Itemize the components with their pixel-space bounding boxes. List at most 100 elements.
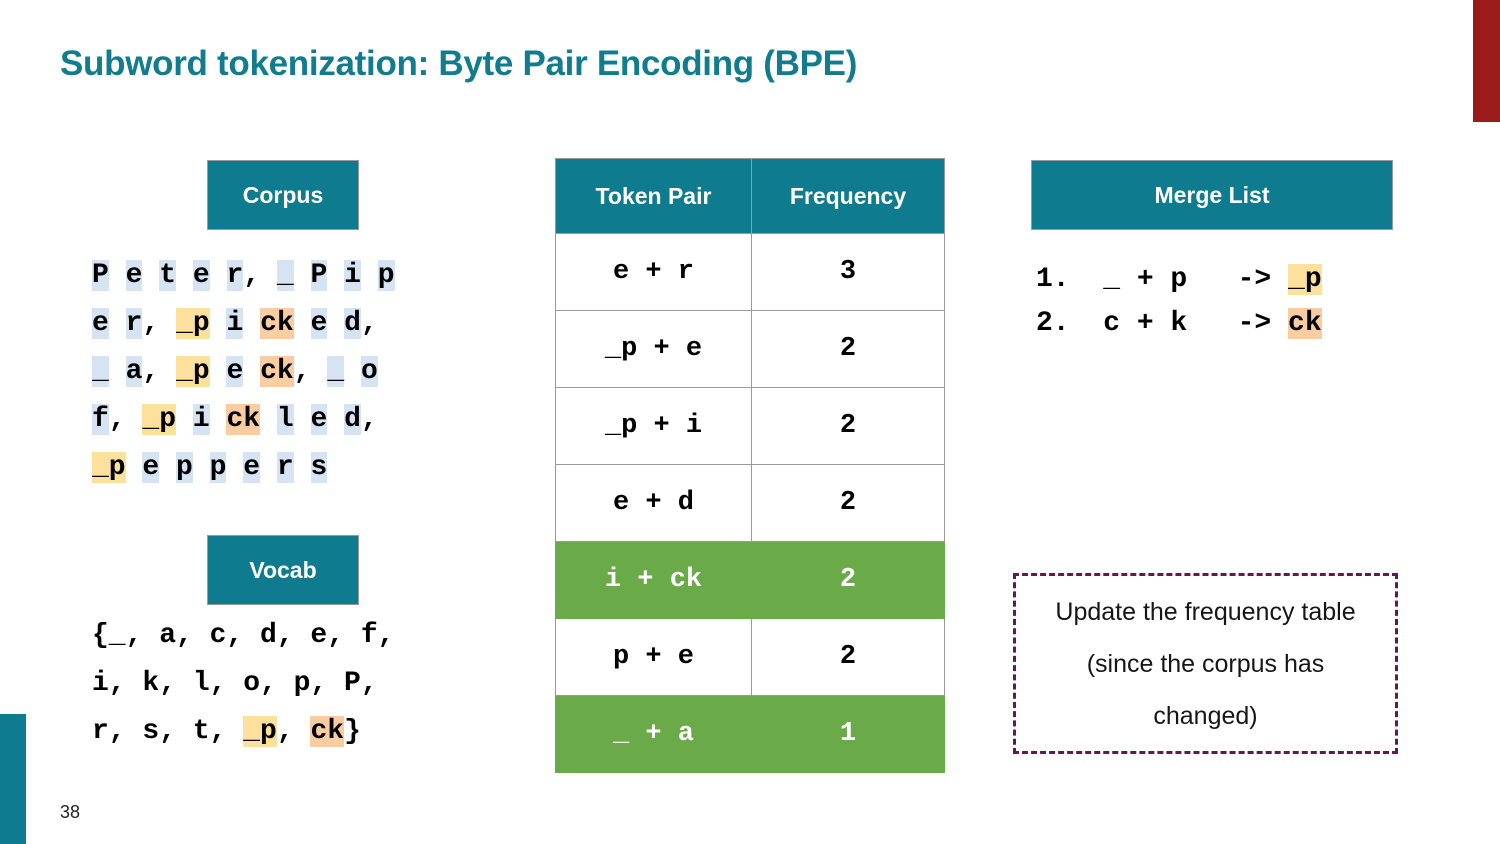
token (294, 260, 311, 291)
token (193, 452, 210, 483)
token: , (142, 356, 177, 387)
token-highlighted: p (209, 452, 227, 483)
token-highlighted: a (125, 356, 143, 387)
token-highlighted: ck (310, 716, 345, 747)
page-number: 38 (60, 802, 81, 822)
token: 2. c + k -> (1036, 308, 1289, 339)
token-highlighted: ck (1288, 308, 1322, 339)
column-header-frequency: Frequency (751, 158, 945, 234)
token-highlighted: s (310, 452, 328, 483)
token (176, 260, 193, 291)
table-header-row: Token Pair Frequency (555, 158, 945, 234)
text-line: P e t e r, _ P i p (92, 252, 395, 300)
token: i, k, l, o, p, P, (92, 668, 378, 699)
token (327, 404, 344, 435)
token (210, 404, 227, 435)
cell-token-pair: _p + i (555, 387, 752, 465)
token-highlighted: l (276, 404, 294, 435)
token-highlighted: e (192, 260, 210, 291)
token-highlighted: _p (1288, 264, 1322, 295)
cell-frequency: 2 (751, 310, 945, 388)
token (243, 308, 260, 339)
token (126, 452, 143, 483)
corpus-section-header: Corpus (207, 160, 359, 230)
update-frequency-callout: Update the frequency table (since the co… (1013, 573, 1398, 754)
vocab-text-block: {_, a, c, d, e, f, i, k, l, o, p, P, r, s,… (92, 612, 394, 756)
token-highlighted: p (377, 260, 395, 291)
token (260, 452, 277, 483)
token-highlighted: ck (260, 356, 294, 387)
update-frequency-callout-text: Update the frequency table (since the co… (1055, 597, 1356, 730)
top-right-red-accent-bar (1473, 0, 1500, 122)
token: , (243, 260, 277, 291)
token-highlighted: e (243, 452, 261, 483)
token: r, s, t, (92, 716, 244, 747)
token-highlighted: _p (92, 452, 126, 483)
token-highlighted: d (344, 404, 361, 435)
token-highlighted: e (310, 308, 328, 339)
cell-frequency: 2 (751, 541, 945, 619)
token-highlighted: e (226, 356, 244, 387)
token-highlighted: _ (92, 356, 109, 387)
cell-token-pair: p + e (555, 618, 752, 696)
vocab-section-header: Vocab (207, 535, 359, 605)
token-highlighted: i (344, 260, 361, 291)
cell-frequency: 2 (751, 464, 945, 542)
cell-frequency: 2 (751, 618, 945, 696)
token (210, 308, 227, 339)
text-line: _ a, _p e ck, _ o (92, 348, 395, 396)
text-line: i, k, l, o, p, P, (92, 660, 394, 708)
token-highlighted: ck (226, 404, 261, 435)
token (210, 260, 227, 291)
text-line: {_, a, c, d, e, f, (92, 612, 394, 660)
token (344, 356, 361, 387)
cell-token-pair: i + ck (555, 541, 752, 619)
merge-list-section-header: Merge List (1031, 160, 1393, 230)
token (294, 404, 311, 435)
cell-token-pair: _p + e (555, 310, 752, 388)
token: {_, a, c, d, e, f, (92, 620, 395, 651)
text-line: f, _p i ck l e d, (92, 396, 395, 444)
cell-frequency: 2 (751, 387, 945, 465)
token (109, 308, 126, 339)
token (294, 308, 311, 339)
cell-token-pair: e + d (555, 464, 752, 542)
column-header-token-pair: Token Pair (555, 158, 752, 234)
token-highlighted: ck (260, 308, 294, 339)
token: , (108, 404, 143, 435)
token-highlighted: _p (142, 404, 177, 435)
cell-frequency: 1 (751, 695, 945, 773)
token (327, 308, 344, 339)
token-highlighted: r (276, 452, 294, 483)
cell-token-pair: e + r (555, 233, 752, 311)
token (260, 404, 277, 435)
text-line: 1. _ + p -> _p (1036, 258, 1322, 302)
token-highlighted: P (310, 260, 328, 291)
token-highlighted: i (226, 308, 244, 339)
cell-token-pair: _ + a (555, 695, 752, 773)
text-line: _p e p p e r s (92, 444, 395, 492)
token (176, 404, 193, 435)
token-highlighted: _ (327, 356, 345, 387)
token (109, 356, 126, 387)
token (243, 356, 260, 387)
token (210, 356, 227, 387)
token: , (293, 356, 328, 387)
token-highlighted: P (92, 260, 109, 291)
page-title: Subword tokenization: Byte Pair Encoding… (60, 44, 858, 83)
token-highlighted: r (226, 260, 244, 291)
text-line: 2. c + k -> ck (1036, 302, 1322, 346)
token (226, 452, 243, 483)
token: , (276, 716, 311, 747)
bottom-left-teal-accent-bar (0, 714, 26, 844)
